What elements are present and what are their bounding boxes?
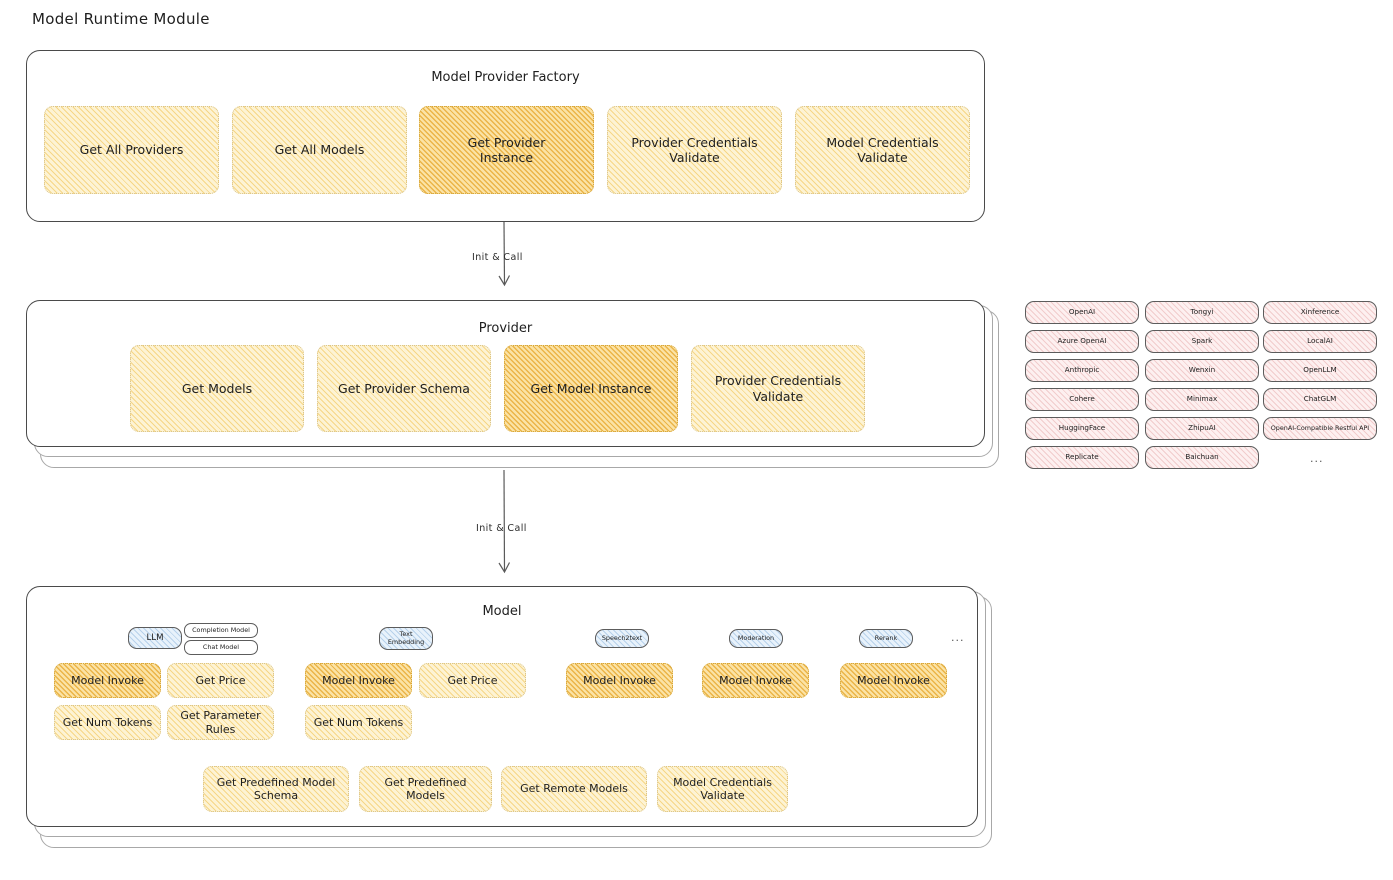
arrow-label-init-call-1: Init & Call (472, 252, 523, 263)
provider-chip-huggingface[interactable]: HuggingFace (1025, 417, 1139, 440)
provider-chip-anthropic[interactable]: Anthropic (1025, 359, 1139, 382)
model-subtype-badge-chat-model[interactable]: Chat Model (184, 640, 258, 655)
provider-chip-zhipuai[interactable]: ZhipuAI (1145, 417, 1259, 440)
model-subtype-badge-completion-model[interactable]: Completion Model (184, 623, 258, 638)
llm-method-get-parameter-rules[interactable]: Get Parameter Rules (167, 705, 274, 740)
model-common-method-get-remote-models[interactable]: Get Remote Models (501, 766, 647, 812)
model-type-badge-llm[interactable]: LLM (128, 627, 182, 649)
llm-method-model-invoke[interactable]: Model Invoke (54, 663, 161, 698)
factory-method-get-provider-instance[interactable]: Get Provider Instance (419, 106, 594, 194)
provider-chip-openllm[interactable]: OpenLLM (1263, 359, 1377, 382)
provider-method-get-models[interactable]: Get Models (130, 345, 304, 432)
model-type-badge-speech2text[interactable]: Speech2text (595, 629, 649, 648)
provider-chip-xinference[interactable]: Xinference (1263, 301, 1377, 324)
provider-chip-localai[interactable]: LocalAI (1263, 330, 1377, 353)
model-type-badge-rerank[interactable]: Rerank (859, 629, 913, 648)
arrow-factory-to-provider (498, 221, 511, 287)
llm-method-get-price[interactable]: Get Price (167, 663, 274, 698)
factory-method-get-all-providers[interactable]: Get All Providers (44, 106, 219, 194)
provider-method-get-model-instance[interactable]: Get Model Instance (504, 345, 678, 432)
model-title: Model (482, 604, 522, 619)
provider-chip-minimax[interactable]: Minimax (1145, 388, 1259, 411)
provider-method-provider-credentials-validate[interactable]: Provider Credentials Validate (691, 345, 865, 432)
factory-method-get-all-models[interactable]: Get All Models (232, 106, 407, 194)
model-provider-factory-title: Model Provider Factory (431, 70, 580, 85)
arrow-label-init-call-2: Init & Call (476, 523, 527, 534)
provider-chip-wenxin[interactable]: Wenxin (1145, 359, 1259, 382)
moderation-method-model-invoke[interactable]: Model Invoke (702, 663, 809, 698)
text-embedding-method-get-price[interactable]: Get Price (419, 663, 526, 698)
model-common-method-get-predefined-model-schema[interactable]: Get Predefined Model Schema (203, 766, 349, 812)
rerank-method-model-invoke[interactable]: Model Invoke (840, 663, 947, 698)
provider-list-more: ... (1310, 452, 1324, 465)
model-type-badge-text-embedding[interactable]: Text Embedding (379, 627, 433, 650)
page-title: Model Runtime Module (32, 10, 210, 28)
text-embedding-method-model-invoke[interactable]: Model Invoke (305, 663, 412, 698)
model-type-badge-moderation[interactable]: Moderation (729, 629, 783, 648)
provider-chip-openai-compatible-restful-api[interactable]: OpenAI-Compatible Restful API (1263, 417, 1377, 440)
provider-chip-chatglm[interactable]: ChatGLM (1263, 388, 1377, 411)
text-embedding-method-get-num-tokens[interactable]: Get Num Tokens (305, 705, 412, 740)
provider-chip-baichuan[interactable]: Baichuan (1145, 446, 1259, 469)
factory-method-provider-credentials-validate[interactable]: Provider Credentials Validate (607, 106, 782, 194)
factory-method-model-credentials-validate[interactable]: Model Credentials Validate (795, 106, 970, 194)
model-common-method-get-predefined-models[interactable]: Get Predefined Models (359, 766, 492, 812)
provider-chip-spark[interactable]: Spark (1145, 330, 1259, 353)
provider-chip-cohere[interactable]: Cohere (1025, 388, 1139, 411)
provider-method-get-provider-schema[interactable]: Get Provider Schema (317, 345, 491, 432)
provider-chip-tongyi[interactable]: Tongyi (1145, 301, 1259, 324)
arrow-provider-to-model (498, 469, 511, 574)
provider-chip-replicate[interactable]: Replicate (1025, 446, 1139, 469)
provider-chip-openai[interactable]: OpenAI (1025, 301, 1139, 324)
provider-title: Provider (478, 321, 533, 336)
model-types-more: ... (951, 631, 965, 644)
llm-method-get-num-tokens[interactable]: Get Num Tokens (54, 705, 161, 740)
model-common-method-model-credentials-validate[interactable]: Model Credentials Validate (657, 766, 788, 812)
provider-chip-azure-openai[interactable]: Azure OpenAI (1025, 330, 1139, 353)
speech2text-method-model-invoke[interactable]: Model Invoke (566, 663, 673, 698)
